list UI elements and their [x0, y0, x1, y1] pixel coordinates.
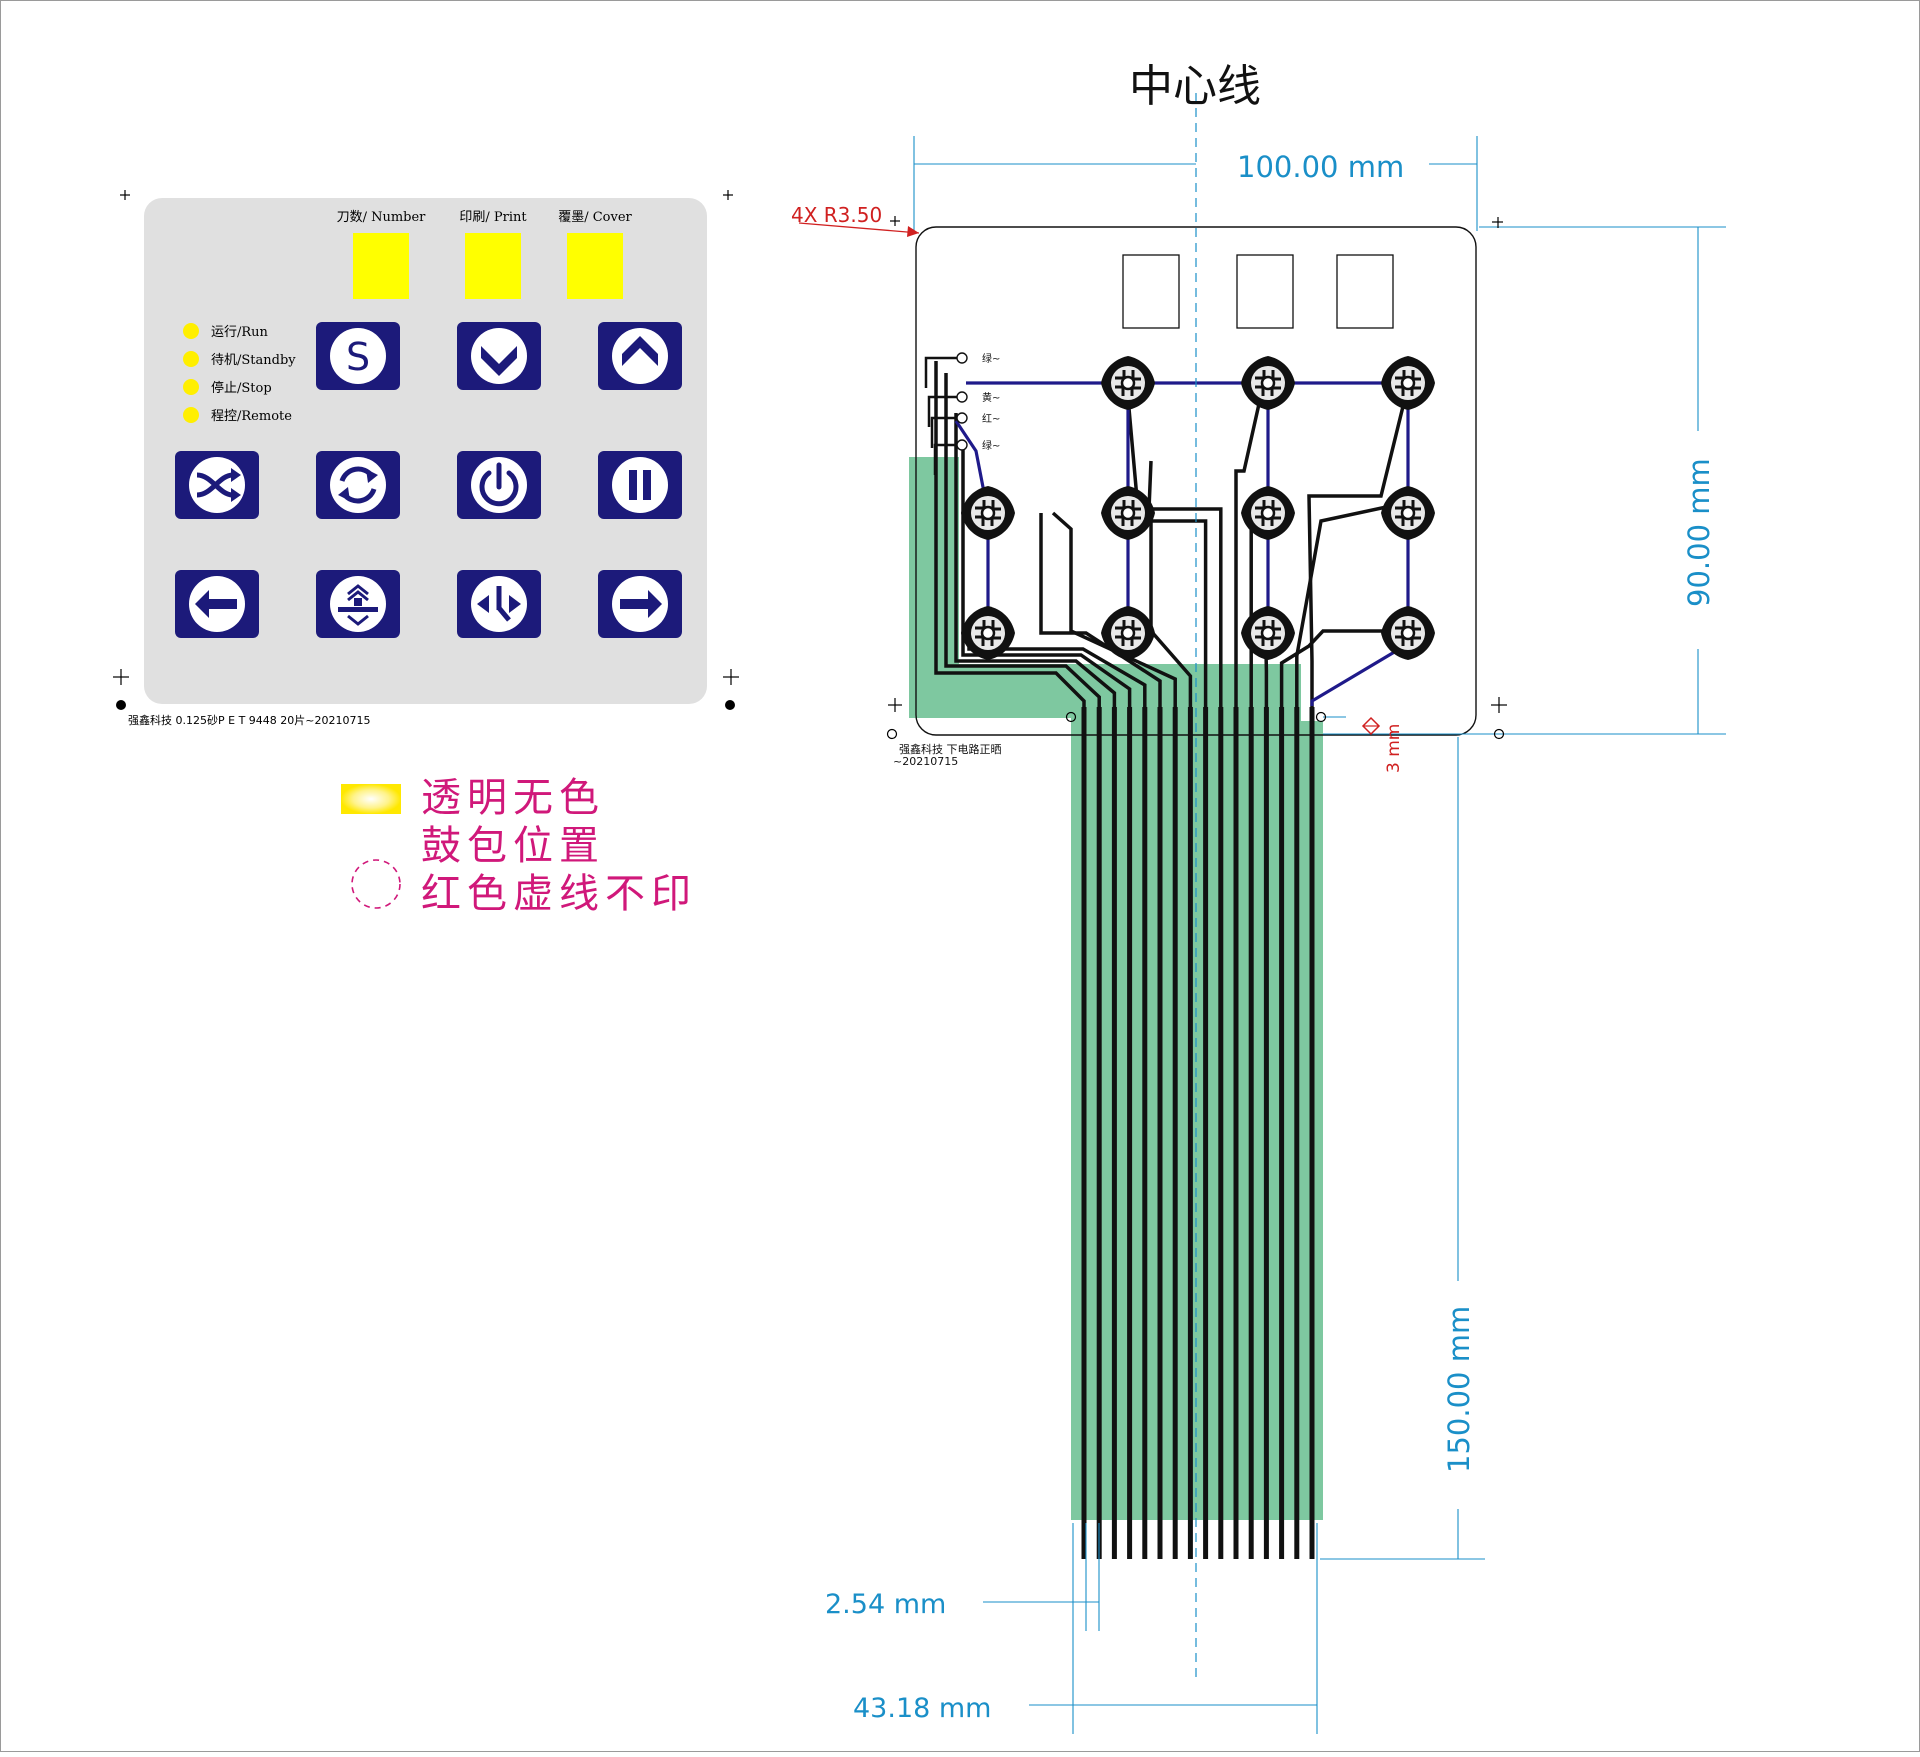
transparent-window-swatch — [341, 784, 401, 814]
switch-pad — [1241, 356, 1295, 410]
switch-pad — [1381, 486, 1435, 540]
dome-dashed-circle-swatch — [352, 860, 400, 908]
fan-trace — [946, 373, 1099, 707]
display-label: 刀数/ Number — [337, 210, 427, 225]
s-letter-button[interactable]: S — [316, 322, 400, 390]
circuit-note: 强鑫科技 下电路正晒 — [899, 742, 1002, 756]
chevron-down-button[interactable] — [457, 322, 541, 390]
status-led-label: 待机/Standby — [211, 353, 296, 368]
height-dimension-label: 90.00 mm — [1682, 458, 1716, 607]
pause-button[interactable] — [598, 451, 682, 519]
display-window — [1337, 255, 1393, 328]
wire-label: 黄~ — [982, 391, 1000, 404]
legend: 透明无色 鼓包位置 红色虚线不印 — [341, 775, 697, 917]
keypad-overlay-panel: 刀数/ Number 印刷/ Print 覆墨/ Cover 运行/Run 待机/St… — [113, 190, 739, 727]
switch-pad — [1381, 356, 1435, 410]
display-window — [465, 233, 521, 299]
display-label: 印刷/ Print — [459, 210, 527, 225]
wire-terminal — [957, 353, 967, 363]
switch-pad — [1101, 356, 1155, 410]
switch-pad — [1101, 606, 1155, 660]
wire-label: 绿~ — [982, 352, 1000, 365]
wire-terminal — [957, 440, 967, 450]
rotate-button[interactable] — [457, 570, 541, 638]
hole-dimension-label: 3 mm — [1384, 724, 1404, 773]
switch-pad — [961, 606, 1015, 660]
radius-arrow — [907, 226, 919, 237]
tail-width-dimension-label: 43.18 mm — [853, 1693, 991, 1724]
tail-length-dimension-label: 150.00 mm — [1442, 1306, 1476, 1473]
status-led — [183, 351, 199, 367]
arrow-left-button[interactable] — [175, 570, 259, 638]
arrow-right-button[interactable] — [598, 570, 682, 638]
fan-trace — [1309, 386, 1408, 707]
display-window — [567, 233, 623, 299]
display-window — [353, 233, 409, 299]
registration-dot — [116, 700, 126, 710]
status-led-label: 程控/Remote — [211, 409, 292, 424]
center-line-title: 中心线 — [1129, 61, 1261, 112]
legend-item: 红色虚线不印 — [421, 871, 697, 917]
legend-item: 鼓包位置 — [421, 823, 605, 869]
switch-pad — [1241, 606, 1295, 660]
cutter-button[interactable] — [316, 570, 400, 638]
refresh-button[interactable] — [316, 451, 400, 519]
display-window — [1123, 255, 1179, 328]
switch-pad — [1381, 606, 1435, 660]
s-letter-icon: S — [346, 335, 370, 379]
radius-label: 4X R3.50 — [791, 203, 882, 227]
status-led — [183, 323, 199, 339]
display-window — [1237, 255, 1293, 328]
wire-terminal — [957, 413, 967, 423]
chevron-up-button[interactable] — [598, 322, 682, 390]
status-led — [183, 407, 199, 423]
display-label: 覆墨/ Cover — [558, 210, 632, 225]
switch-pad — [1101, 486, 1155, 540]
status-led-label: 运行/Run — [211, 325, 269, 340]
switch-pad — [961, 486, 1015, 540]
registration-hole — [888, 730, 897, 739]
fan-trace — [1127, 386, 1206, 707]
registration-dot — [725, 700, 735, 710]
status-led-label: 停止/Stop — [211, 380, 272, 396]
power-button[interactable] — [457, 451, 541, 519]
wire-terminal — [957, 392, 967, 402]
panel-footer-note: 强鑫科技 0.125砂P E T 9448 20片~20210715 — [128, 713, 370, 727]
status-led — [183, 379, 199, 395]
svg-text:S: S — [346, 335, 370, 379]
shuffle-button[interactable] — [175, 451, 259, 519]
pitch-dimension-label: 2.54 mm — [825, 1589, 946, 1620]
switch-pad — [1241, 486, 1295, 540]
circuit-note: ~20210715 — [893, 755, 958, 768]
wire-label: 绿~ — [982, 439, 1000, 452]
wire-label: 红~ — [982, 412, 1000, 425]
circuit-layout: 绿~ 黄~ 红~ 绿~ 中心线 100.00 mm 90.00 mm 150.00 m… — [791, 61, 1726, 1734]
width-dimension-label: 100.00 mm — [1237, 150, 1404, 184]
hole-dimension — [1323, 717, 1379, 734]
legend-item: 透明无色 — [421, 775, 605, 821]
